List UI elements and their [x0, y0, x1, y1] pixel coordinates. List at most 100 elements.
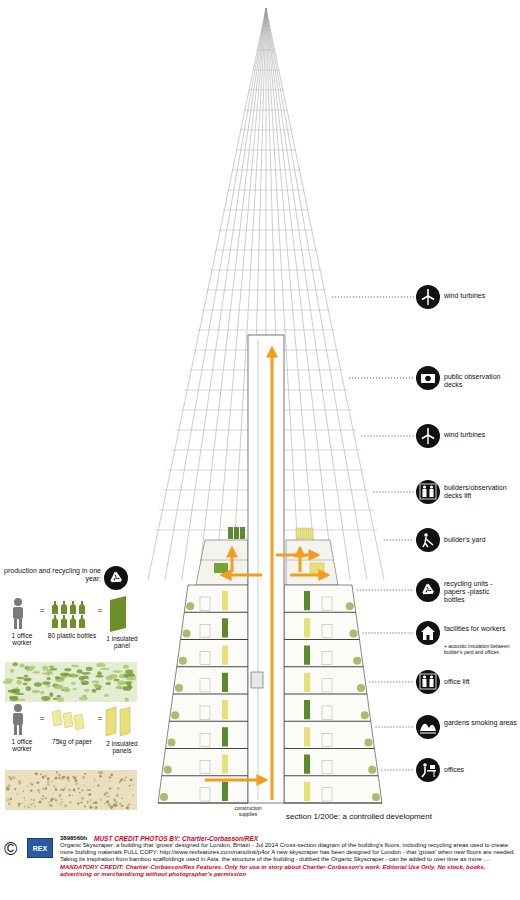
drawing-stroke — [423, 485, 426, 488]
paper-fleck — [119, 782, 121, 784]
paper-fleck — [72, 795, 73, 796]
paper-fleck — [121, 798, 122, 799]
paper-fleck — [80, 802, 82, 804]
desk — [322, 597, 332, 610]
callout-label: builders/observation decks lift — [444, 484, 517, 500]
paper-fleck — [51, 781, 53, 783]
infographic-label: 1 insulated panel — [100, 635, 144, 650]
paper-fleck — [24, 797, 25, 798]
insulated-panel-green — [110, 596, 126, 632]
paper-fleck — [50, 800, 52, 802]
desk — [322, 624, 332, 637]
drawing-stroke — [421, 626, 435, 632]
drawing-stroke — [425, 376, 431, 382]
shred-fleck — [50, 668, 57, 670]
shred-fleck — [12, 688, 17, 693]
lift-icon — [420, 484, 436, 499]
paper-fleck — [74, 779, 77, 782]
desk — [322, 706, 332, 719]
infographic-label: 1 office worker — [2, 632, 42, 647]
drawing-stroke — [423, 537, 433, 547]
paper-fleck — [7, 798, 10, 801]
floor-slab — [158, 803, 248, 804]
shred-fleck — [16, 680, 22, 685]
drawing-stroke — [111, 574, 116, 579]
logo-box: REX — [27, 838, 53, 858]
paper-fleck — [124, 779, 126, 781]
paper-fleck — [82, 776, 85, 779]
shred-fleck — [33, 671, 40, 673]
plastic-bottle — [70, 601, 76, 614]
callout-label: recycling units -papers -plastic bottles — [444, 580, 508, 604]
paper-fleck — [24, 805, 26, 807]
paper-fleck — [101, 771, 103, 773]
leader-line — [357, 590, 414, 591]
shred-fleck — [60, 672, 69, 676]
floor-slab — [284, 748, 375, 749]
paper-fleck — [45, 788, 47, 790]
paper-sheet — [52, 710, 62, 726]
shred-fleck — [41, 673, 46, 675]
spire-tier — [261, 30, 270, 31]
shred-fleck — [57, 697, 64, 702]
paper-fleck — [10, 778, 12, 780]
paper-fleck — [89, 806, 92, 809]
infographic-label: 80 plastic bottles — [46, 632, 98, 639]
drawing-stroke — [430, 485, 433, 488]
paper-fleck — [49, 805, 51, 807]
wall-panel — [222, 782, 228, 801]
wall-panel — [304, 591, 310, 610]
recycle-arrow — [110, 573, 121, 585]
shred-fleck — [86, 667, 93, 671]
shred-fleck — [123, 664, 129, 668]
paper-fleck — [59, 774, 61, 776]
leader-line — [373, 492, 414, 493]
paper-fleck — [68, 780, 69, 781]
callout-label: gardens smoking areas — [444, 719, 517, 727]
garden-plant — [175, 684, 183, 692]
paper-fleck — [7, 799, 9, 801]
wall-panel — [304, 700, 310, 719]
paper-fleck — [78, 788, 80, 790]
paper-fleck — [84, 806, 86, 808]
shred-fleck — [105, 682, 111, 685]
paper-fleck — [87, 801, 89, 803]
paper-fleck — [36, 782, 38, 784]
shred-fleck — [95, 675, 103, 677]
shred-fleck — [82, 676, 89, 679]
shred-fleck — [34, 682, 42, 686]
drawing-stroke — [423, 763, 427, 767]
paper-fleck — [81, 797, 84, 800]
drawing-stroke — [434, 771, 435, 777]
drawing-stroke — [423, 489, 427, 497]
paper-fleck — [45, 797, 47, 799]
plastic-bottle — [70, 615, 76, 628]
icon-disc — [416, 366, 440, 390]
icon-disc — [416, 621, 440, 645]
shred-fleck — [54, 684, 63, 689]
paper-fleck — [21, 802, 23, 804]
infographic-label: = — [37, 606, 47, 615]
paper-fleck — [31, 803, 32, 804]
paper-fleck — [110, 806, 113, 809]
icon-disc — [416, 758, 440, 782]
paper-fleck — [93, 778, 95, 780]
shred-fleck — [23, 678, 31, 682]
paper-fleck — [50, 804, 53, 807]
shred-fleck — [52, 698, 57, 700]
drawing-stroke — [427, 289, 429, 296]
drawing-stroke — [420, 733, 436, 734]
spire-tier — [253, 70, 280, 71]
icon-disc — [416, 578, 440, 602]
paper-fleck — [88, 793, 91, 796]
shred-fleck — [124, 681, 132, 683]
drawing-stroke — [423, 679, 427, 687]
shred-fleck — [126, 677, 133, 680]
shred-fleck — [3, 680, 12, 684]
floor-slab — [184, 612, 248, 613]
bottle-texture — [5, 662, 137, 702]
logo-text: REX — [33, 845, 47, 852]
shred-fleck — [117, 680, 125, 685]
desk — [200, 788, 210, 801]
shred-fleck — [100, 668, 109, 670]
